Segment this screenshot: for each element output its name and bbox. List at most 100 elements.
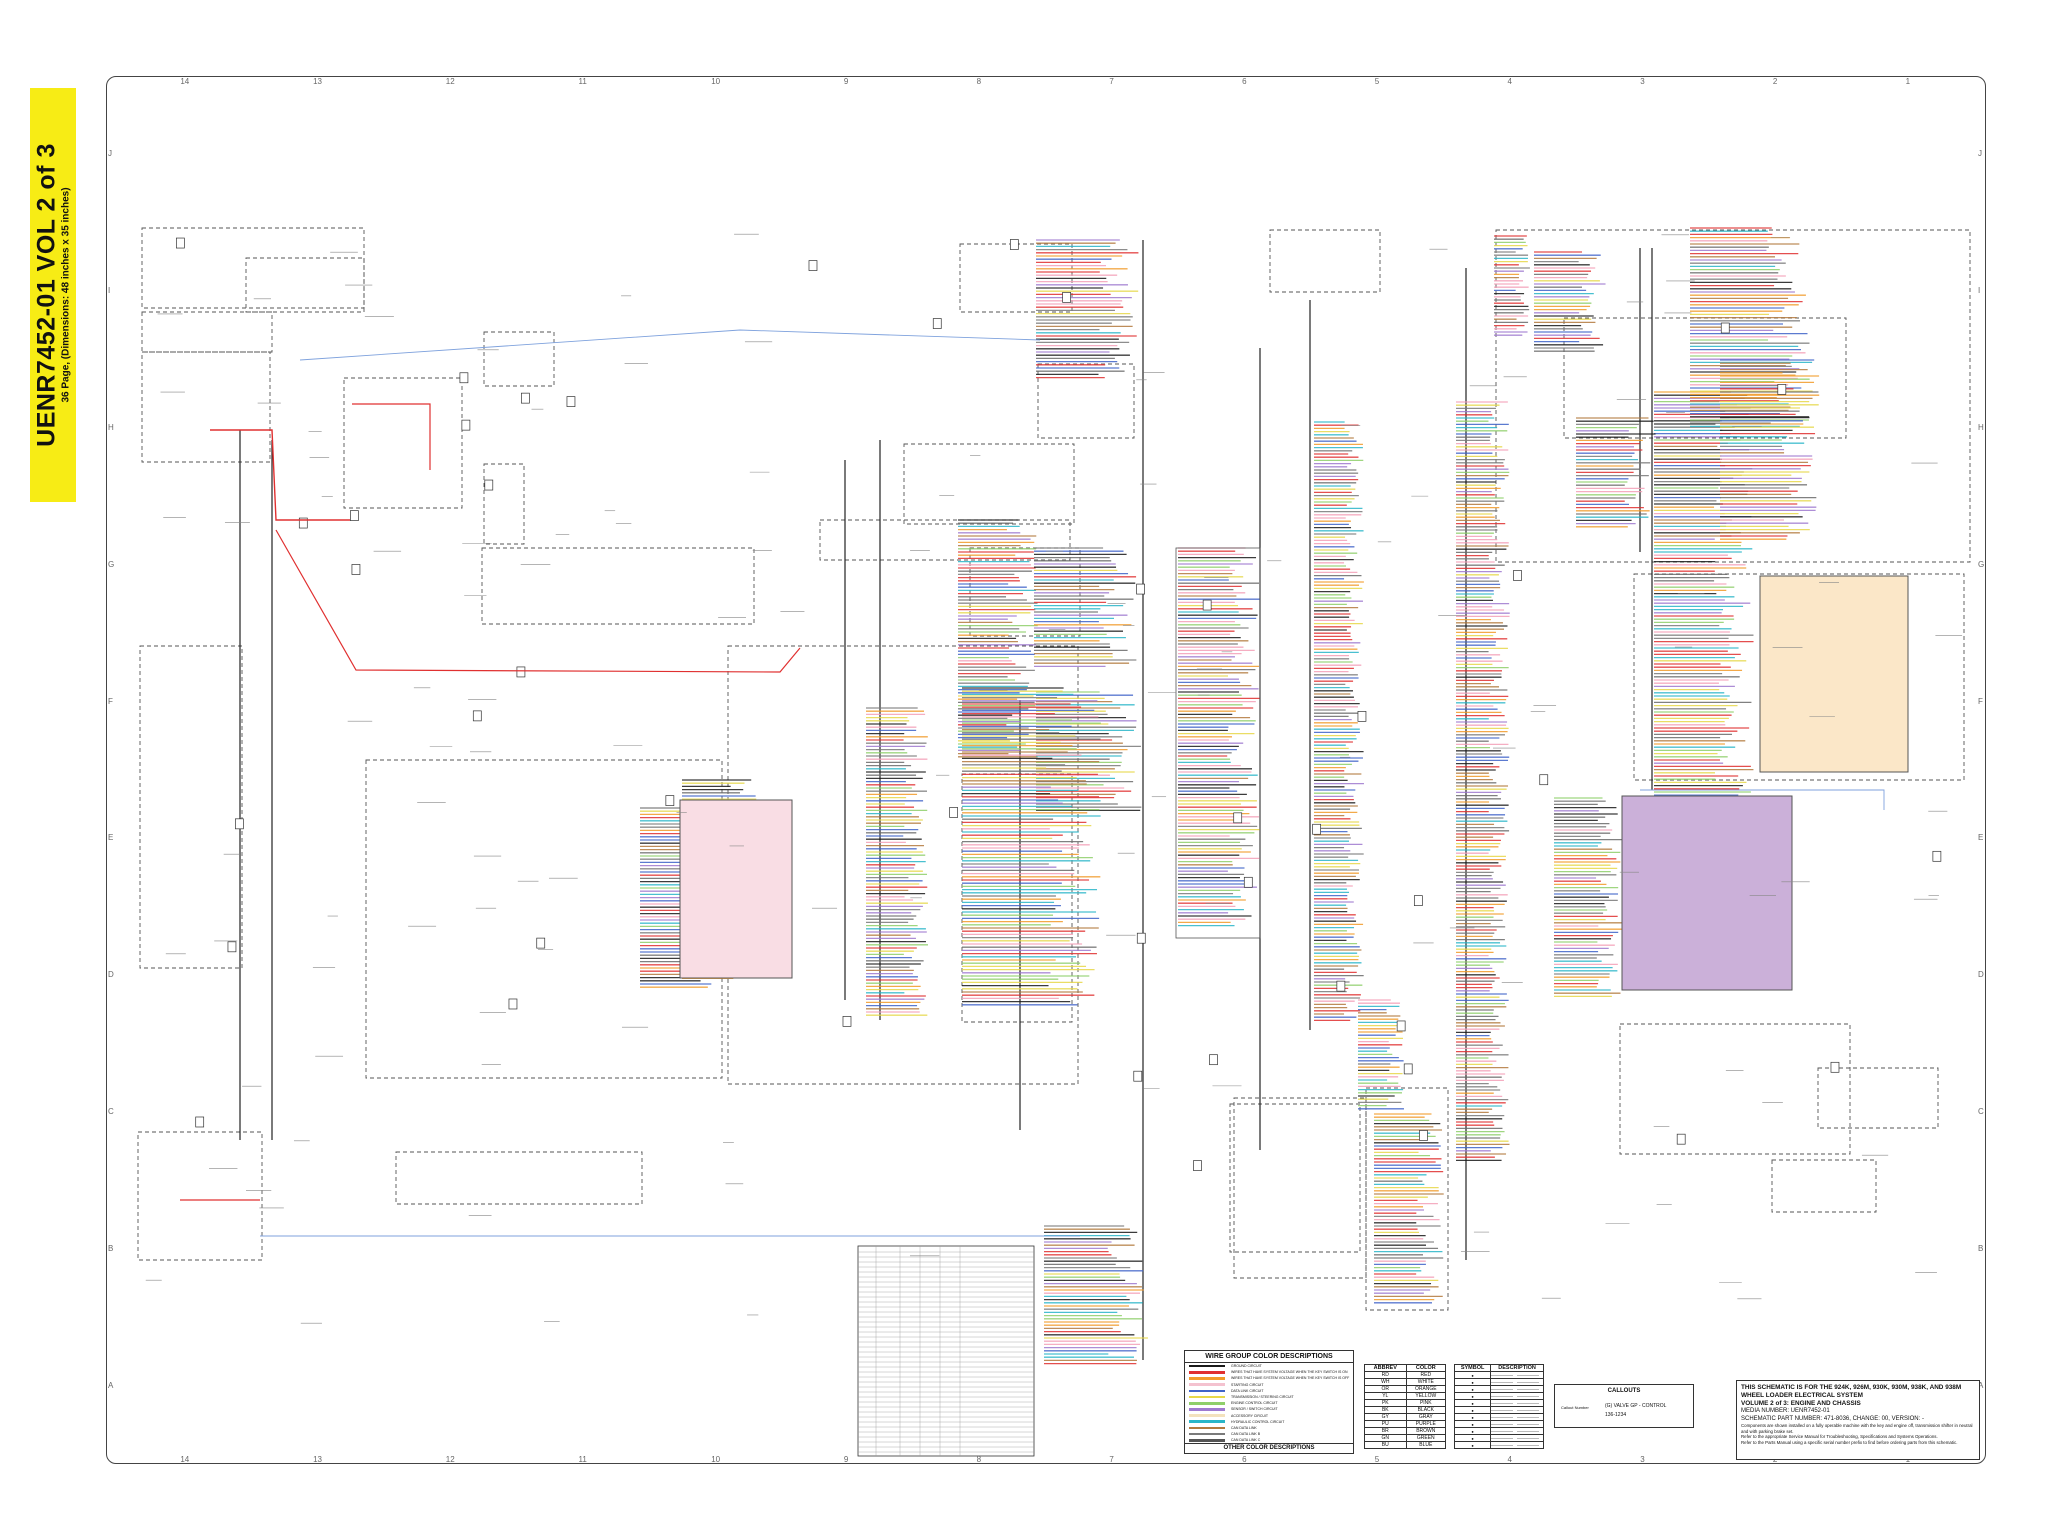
connector-block bbox=[176, 237, 185, 249]
color-header: COLOR bbox=[1405, 1364, 1447, 1372]
abbrev-code: YL bbox=[1364, 1392, 1407, 1400]
title-note-2: Refer to the appropriate Service Manual … bbox=[1741, 1434, 1938, 1439]
zone-row-left-H: H bbox=[108, 423, 114, 432]
symbol-row: ● bbox=[1453, 1378, 1544, 1386]
wire-group-label: CAN DATA LINK bbox=[1231, 1425, 1257, 1430]
abbrev-code: WH bbox=[1364, 1378, 1407, 1386]
component-boundary bbox=[137, 1131, 263, 1261]
zone-row-left-D: D bbox=[108, 970, 114, 980]
data-link-wire bbox=[1640, 789, 1885, 810]
component-boundary bbox=[483, 331, 555, 387]
wire-group-label: STARTING CIRCUIT bbox=[1231, 1382, 1264, 1387]
symbol-description bbox=[1490, 1434, 1544, 1442]
title-note-1: Components are shown installed on a full… bbox=[1741, 1423, 1973, 1434]
wire-group-legend-row: STARTING CIRCUIT bbox=[1185, 1382, 1353, 1388]
component-boundary bbox=[1037, 363, 1135, 439]
title-note-3: Refer to the Parts Manual using a specif… bbox=[1741, 1439, 1958, 1445]
symbol-row: ● bbox=[1453, 1434, 1544, 1442]
symbol-description bbox=[1490, 1378, 1544, 1386]
zone-column-top-6: 6 bbox=[1242, 77, 1247, 86]
abbrev-color: WHITE bbox=[1405, 1378, 1447, 1386]
symbol-icon: ● bbox=[1453, 1385, 1492, 1393]
component-boundary bbox=[961, 773, 1073, 1023]
zone-row-left-I: I bbox=[108, 286, 111, 296]
connector-block bbox=[461, 419, 471, 431]
symbol-row: ● bbox=[1453, 1406, 1544, 1414]
zone-row-right-G: G bbox=[1978, 559, 1985, 569]
zone-row-left-A: A bbox=[108, 1380, 114, 1390]
volume-title: UENR7452-01 VOL 2 of 3 bbox=[32, 143, 61, 447]
wire-color-swatch bbox=[1189, 1370, 1225, 1374]
component-boundary bbox=[245, 257, 365, 313]
symbol-icon: ● bbox=[1453, 1399, 1492, 1407]
abbrev-color: PINK bbox=[1405, 1399, 1447, 1407]
component-boundary bbox=[343, 377, 463, 509]
connector-block bbox=[1419, 1130, 1428, 1141]
connector-block bbox=[1193, 1160, 1202, 1171]
zone-row-right-I: I bbox=[1978, 286, 1981, 296]
wire-group-label: CAN DATA LINK C bbox=[1231, 1438, 1261, 1443]
wire-group-legend-row: WIRES THAT HAVE SYSTEM VOLTAGE WHEN THE … bbox=[1185, 1375, 1353, 1381]
symbol-header: SYMBOL bbox=[1453, 1364, 1492, 1372]
zone-row-left-E: E bbox=[108, 833, 114, 843]
connector-block bbox=[1357, 710, 1367, 722]
abbrev-color: BLUE bbox=[1405, 1441, 1447, 1449]
symbol-icon: ● bbox=[1453, 1427, 1492, 1435]
zone-column-top-10: 10 bbox=[711, 77, 721, 86]
wire-color-swatch bbox=[1189, 1383, 1225, 1386]
symbol-icon: ● bbox=[1453, 1392, 1492, 1400]
connector-block bbox=[350, 510, 359, 521]
wire-color-swatch bbox=[1189, 1426, 1225, 1430]
zone-row-right-F: F bbox=[1978, 696, 1983, 706]
component-boundary bbox=[141, 351, 271, 463]
connector-block bbox=[484, 479, 494, 491]
tan-control-module bbox=[1759, 575, 1909, 773]
symbol-icon: ● bbox=[1453, 1441, 1492, 1449]
symbol-description bbox=[1490, 1427, 1544, 1435]
zone-column-top-11: 11 bbox=[578, 77, 587, 86]
abbrev-code: BK bbox=[1364, 1406, 1407, 1414]
connector-block bbox=[1243, 876, 1253, 888]
abbrev-code: RD bbox=[1364, 1371, 1407, 1379]
zone-row-right-A: A bbox=[1978, 1380, 1984, 1390]
component-boundary bbox=[141, 311, 273, 353]
abbrev-code: PU bbox=[1364, 1420, 1407, 1428]
title-line-2: WHEEL LOADER ELECTRICAL SYSTEM bbox=[1741, 1392, 1863, 1399]
title-line-1: THIS SCHEMATIC IS FOR THE 924K, 926M, 93… bbox=[1741, 1384, 1962, 1391]
component-boundary bbox=[819, 519, 1071, 561]
volume-subtitle: 36 Page, (Dimensions: 48 inches x 35 inc… bbox=[60, 187, 72, 403]
symbol-icon: ● bbox=[1453, 1413, 1492, 1421]
symbol-description bbox=[1490, 1385, 1544, 1393]
zone-column-top-14: 14 bbox=[180, 77, 190, 86]
wire-color-swatch bbox=[1189, 1408, 1225, 1411]
callout-example-text: (G) VALVE GP - CONTROL bbox=[1605, 1403, 1667, 1409]
volume-banner-text: UENR7452-01 VOL 2 of 3 36 Page, (Dimensi… bbox=[32, 143, 73, 447]
drawing-border bbox=[106, 76, 1986, 1464]
zone-column-top-2: 2 bbox=[1772, 77, 1778, 86]
zone-column-bottom-11: 11 bbox=[578, 1455, 587, 1464]
zone-row-left-G: G bbox=[108, 559, 115, 569]
wire-group-label: DATA LINK CIRCUIT bbox=[1231, 1388, 1264, 1393]
splice-block bbox=[1175, 547, 1261, 939]
wire-color-swatch bbox=[1189, 1432, 1225, 1436]
abbrev-color: BROWN bbox=[1405, 1427, 1447, 1435]
connector-block bbox=[508, 998, 518, 1010]
wire-group-label: WIRES THAT HAVE SYSTEM VOLTAGE WHEN THE … bbox=[1231, 1370, 1348, 1375]
abbrev-color: GRAY bbox=[1405, 1413, 1447, 1421]
wire-group-legend-row: WIRES THAT HAVE SYSTEM VOLTAGE WHEN THE … bbox=[1185, 1369, 1353, 1375]
abbrev-code: GN bbox=[1364, 1434, 1407, 1442]
symbol-description bbox=[1490, 1371, 1544, 1379]
wire-color-swatch bbox=[1189, 1401, 1225, 1405]
zone-column-bottom-6: 6 bbox=[1242, 1455, 1247, 1464]
zone-row-right-J: J bbox=[1978, 149, 1982, 159]
